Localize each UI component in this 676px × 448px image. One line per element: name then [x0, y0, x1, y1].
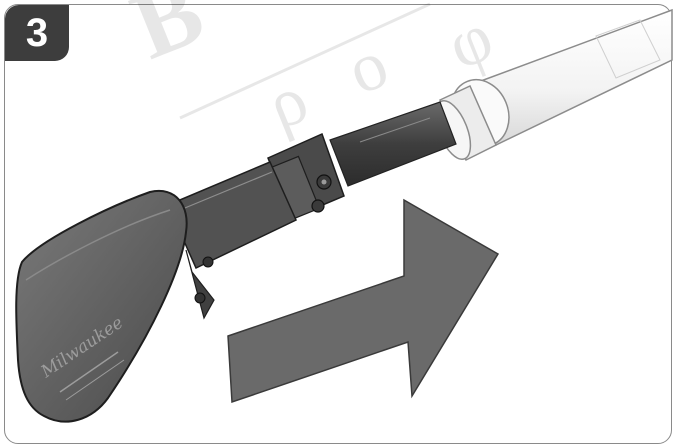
svg-text:o: o: [337, 25, 398, 110]
connecting-rod: [330, 102, 456, 186]
tool-head: Milwaukee: [16, 191, 186, 422]
step-badge: 3: [5, 5, 69, 61]
tool-body: [168, 162, 296, 318]
step-number: 3: [26, 13, 48, 53]
svg-text:ρ: ρ: [257, 60, 318, 144]
svg-text:φ: φ: [437, 0, 503, 85]
svg-text:B: B: [118, 0, 217, 79]
